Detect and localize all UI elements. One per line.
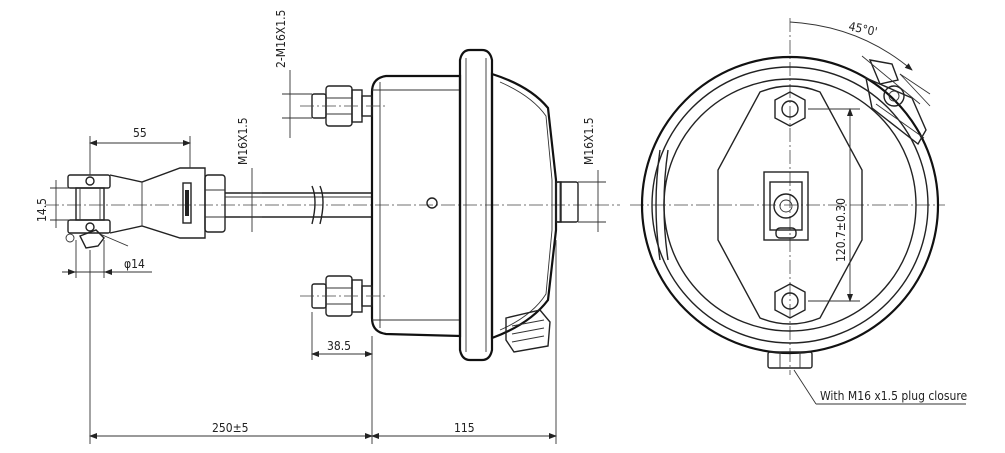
front-clevis bbox=[763, 171, 809, 241]
upper-bolt bbox=[774, 91, 806, 127]
dim-rear-port-thread: M16X1.5 bbox=[582, 117, 596, 165]
dim-pushrod-length: 250±5 bbox=[212, 421, 249, 435]
clamp-ring bbox=[458, 48, 494, 362]
dim-clevis-height: 14.5 bbox=[35, 198, 49, 222]
angled-port bbox=[865, 59, 931, 146]
dim-body-length: 115 bbox=[454, 421, 475, 435]
spring-housing bbox=[490, 72, 558, 340]
chamber-body bbox=[370, 48, 579, 362]
dim-clevis-length: 55 bbox=[133, 126, 147, 140]
lower-bolt bbox=[774, 283, 806, 319]
drain-fitting bbox=[505, 309, 551, 353]
dim-port-thread: M16X1.5 bbox=[236, 117, 250, 165]
plug-callout: With M16 x1.5 plug closure bbox=[820, 389, 968, 403]
outer-clamp-ring bbox=[640, 55, 940, 355]
dim-angle: 45°0' bbox=[847, 19, 878, 39]
mounting-flange bbox=[717, 85, 863, 325]
vent-hole bbox=[426, 197, 438, 209]
front-view: 45°0' 120.7±0.30 With M16 x1.5 plug clos… bbox=[630, 18, 968, 405]
bottom-plug bbox=[767, 351, 813, 369]
clevis bbox=[65, 167, 226, 249]
side-view: 55 14.5 φ14 M16X1.5 2-M16X1.5 M16X1.5 38 bbox=[35, 10, 620, 444]
dim-stud-thread: 2-M16X1.5 bbox=[274, 10, 288, 68]
dim-bolt-spacing: 120.7±0.30 bbox=[834, 198, 848, 262]
dim-stud-offset: 38.5 bbox=[327, 339, 351, 353]
dim-pin-diameter: φ14 bbox=[124, 257, 145, 271]
rear-port bbox=[555, 181, 579, 223]
